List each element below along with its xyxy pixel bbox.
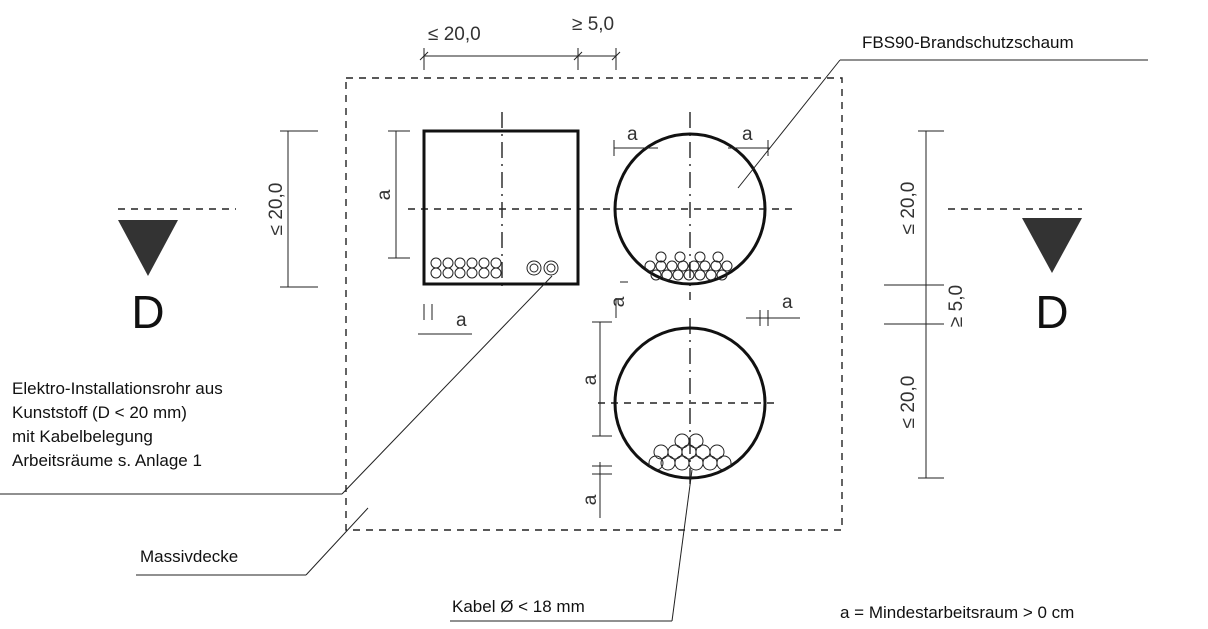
cable-bundle-circle-bottom	[648, 433, 732, 471]
dimension-circle-bottom-a-right	[746, 310, 800, 326]
label-conduit-line1: Elektro-Installationsrohr aus	[12, 379, 223, 398]
cable-bundle-circle-top	[644, 251, 733, 281]
section-arrow-left	[118, 220, 178, 276]
dimension-square-a	[388, 130, 472, 335]
legend-clearance: a = Mindestarbeitsraum > 0 cm	[840, 603, 1074, 622]
dimension-left-height: ≤ 20,0	[266, 183, 287, 236]
dimension-top	[419, 48, 621, 70]
label-conduit-line4: Arbeitsräume s. Anlage 1	[12, 451, 202, 470]
leader-slab	[305, 507, 369, 576]
leader-conduit	[341, 275, 553, 495]
dimension-top-gap: ≥ 5,0	[572, 14, 614, 35]
dimension-label-a-gap: a	[608, 296, 629, 307]
dimension-label-a-right-bottom: a	[782, 292, 793, 313]
label-conduit-line3: mit Kabelbelegung	[12, 427, 153, 446]
dimension-circle-bottom-a	[592, 321, 612, 518]
leader-foam	[737, 59, 841, 189]
section-arrow-right	[1022, 218, 1082, 273]
conduit-pair	[526, 260, 559, 276]
dimension-circle-top-a	[613, 140, 770, 318]
dimension-top-width: ≤ 20,0	[428, 24, 481, 45]
section-mark-right: D	[1035, 286, 1068, 338]
label-slab: Massivdecke	[140, 547, 238, 566]
dimension-label-a-left: a	[627, 124, 638, 145]
cable-bundle-square	[430, 257, 502, 279]
dimension-label-a-square: a	[374, 189, 395, 200]
dimension-left	[280, 130, 318, 288]
dimension-right	[884, 130, 944, 479]
dimension-label-a-bottom-gap: a	[580, 494, 601, 505]
section-mark-left: D	[131, 286, 164, 338]
dimension-label-a-bottom: a	[456, 310, 467, 331]
round-opening-bottom	[613, 326, 767, 480]
label-foam: FBS90-Brandschutzschaum	[862, 33, 1074, 52]
dimension-right-top: ≤ 20,0	[898, 182, 919, 235]
round-opening-top	[613, 132, 767, 286]
label-cable: Kabel Ø < 18 mm	[452, 597, 585, 616]
dimension-label-a-bottom-circle: a	[580, 374, 601, 385]
label-conduit-line2: Kunststoff (D < 20 mm)	[12, 403, 187, 422]
dimension-label-a-right: a	[742, 124, 753, 145]
slab-outline	[345, 77, 843, 531]
dimension-right-bottom: ≤ 20,0	[898, 376, 919, 429]
dimension-right-gap: ≥ 5,0	[946, 285, 967, 327]
square-opening	[422, 129, 580, 286]
leader-cable	[671, 469, 693, 622]
